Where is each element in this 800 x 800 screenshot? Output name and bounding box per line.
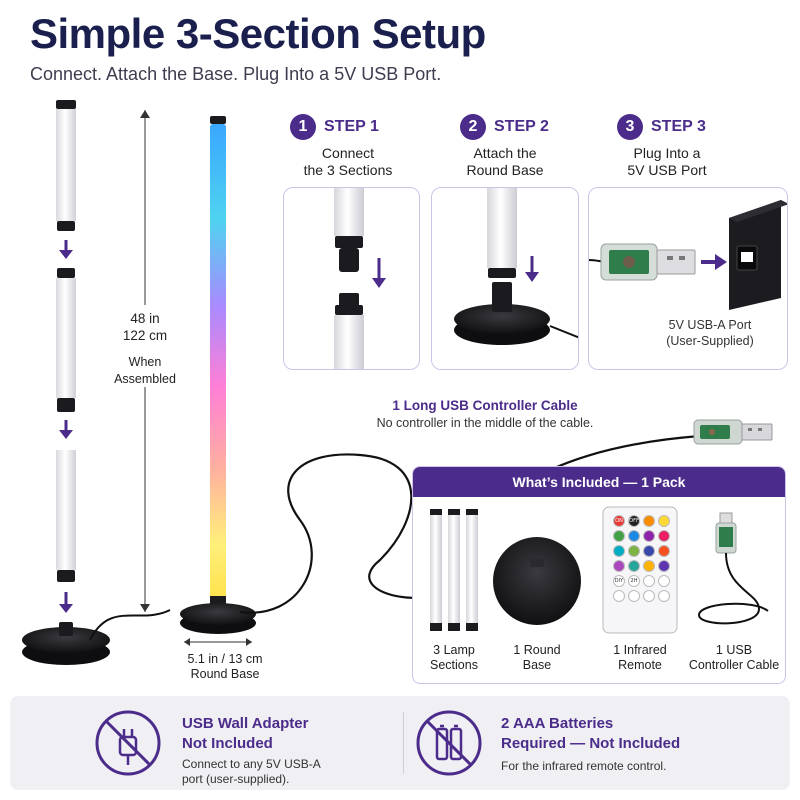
step-1-illustration <box>283 187 420 370</box>
step-2-number: 2 <box>460 114 486 140</box>
remote-button: OFF <box>628 515 640 527</box>
step-1-label: STEP 1 <box>324 118 379 135</box>
remote-button <box>613 560 625 572</box>
lamp-section-bottom <box>56 450 76 582</box>
base-size-caption: 5.1 in / 13 cm Round Base <box>170 652 280 682</box>
remote-button <box>613 530 625 542</box>
notice-batteries-title-line2: Required — Not Included <box>501 735 681 752</box>
remote-button <box>643 590 655 602</box>
remote-button: DIY <box>613 575 625 587</box>
lamp-section-middle <box>56 268 76 412</box>
cable-subtitle: No controller in the middle of the cable… <box>376 416 594 430</box>
step-1-number: 1 <box>290 114 316 140</box>
lamp-sections-icon <box>430 509 478 631</box>
whats-included-header: What’s Included — 1 Pack <box>413 467 785 497</box>
base-label: Round Base <box>190 667 260 681</box>
step-2-header: 2 STEP 2 <box>460 114 610 140</box>
remote-button <box>613 545 625 557</box>
remote-button <box>643 575 655 587</box>
notice-adapter-body-line1: Connect to any 5V USB-A <box>182 757 321 771</box>
height-label: 48 in 122 cm When Assembled <box>100 310 190 388</box>
no-plug-icon <box>95 710 161 776</box>
remote-button <box>628 590 640 602</box>
included-cable-line1: 1 USB <box>715 643 753 657</box>
usb-port-caption-line1: 5V USB-A Port <box>668 318 752 332</box>
notice-adapter-title: USB Wall Adapter Not Included <box>182 714 308 754</box>
no-battery-icon <box>416 710 482 776</box>
step-3-number: 3 <box>617 114 643 140</box>
included-lamp-line2: Sections <box>430 658 478 672</box>
included-items-illustration <box>430 506 769 634</box>
base-size: 5.1 in / 13 cm <box>187 652 263 666</box>
height-inches: 48 in <box>130 311 160 326</box>
step-1-description: Connect the 3 Sections <box>273 145 423 179</box>
remote-button <box>643 560 655 572</box>
included-item-usb-cable: 1 USB Controller Cable <box>683 643 785 673</box>
round-base-icon <box>493 537 581 625</box>
remote-button <box>643 530 655 542</box>
included-base-line1: 1 Round <box>513 643 561 657</box>
usb-port-caption: 5V USB-A Port (User-Supplied) <box>640 317 780 349</box>
step-1-desc-line1: Connect <box>321 145 375 161</box>
remote-button <box>658 530 670 542</box>
included-cable-line2: Controller Cable <box>688 658 780 672</box>
remote-button <box>628 545 640 557</box>
included-item-round-base: 1 Round Base <box>500 643 574 673</box>
notice-batteries-body-line1: For the infrared remote control. <box>501 759 667 773</box>
remote-button <box>658 515 670 527</box>
notice-adapter-title-line2: Not Included <box>182 735 273 752</box>
step-1-desc-line2: the 3 Sections <box>303 162 393 178</box>
height-cm: 122 cm <box>122 328 168 343</box>
step-3-illustration <box>588 187 788 370</box>
notices-bar: USB Wall Adapter Not Included Connect to… <box>10 696 790 790</box>
remote-button: 2H <box>628 575 640 587</box>
remote-button <box>658 545 670 557</box>
step-3-header: 3 STEP 3 <box>617 114 767 140</box>
notice-adapter-body-line2: port (user-supplied). <box>182 772 290 786</box>
notice-batteries-body: For the infrared remote control. <box>501 759 666 774</box>
remote-button <box>643 515 655 527</box>
remote-button: ON <box>613 515 625 527</box>
step-2-label: STEP 2 <box>494 118 549 135</box>
height-note-line1: When <box>128 355 162 369</box>
included-lamp-line1: 3 Lamp <box>433 643 475 657</box>
included-base-line2: Base <box>522 658 552 672</box>
assembly-illustration <box>22 100 256 665</box>
usb-port-caption-line2: (User-Supplied) <box>666 334 754 348</box>
usb-cable-icon <box>697 512 769 625</box>
cable-title: 1 Long USB Controller Cable <box>392 398 578 413</box>
step-2-description: Attach the Round Base <box>430 145 580 179</box>
remote-button <box>628 560 640 572</box>
remote-button <box>613 590 625 602</box>
step-3-description: Plug Into a 5V USB Port <box>592 145 742 179</box>
height-note-line2: Assembled <box>114 372 176 386</box>
page-title: Simple 3-Section Setup <box>30 10 486 57</box>
included-item-remote: 1 Infrared Remote <box>597 643 683 673</box>
step-3-desc-line1: Plug Into a <box>633 145 701 161</box>
included-item-lamp-sections: 3 Lamp Sections <box>418 643 490 673</box>
notice-divider <box>403 712 404 774</box>
remote-button <box>628 530 640 542</box>
notice-batteries-title: 2 AAA Batteries Required — Not Included <box>501 714 680 754</box>
step-2-desc-line1: Attach the <box>473 145 537 161</box>
remote-button <box>658 560 670 572</box>
step-3-desc-line2: 5V USB Port <box>627 162 707 178</box>
included-remote-line1: 1 Infrared <box>613 643 667 657</box>
notice-adapter-body: Connect to any 5V USB-A port (user-suppl… <box>182 757 321 787</box>
remote-button <box>643 545 655 557</box>
notice-batteries-title-line1: 2 AAA Batteries <box>501 715 614 732</box>
step-3-label: STEP 3 <box>651 118 706 135</box>
lamp-section-top <box>56 100 76 231</box>
step-1-header: 1 STEP 1 <box>290 114 440 140</box>
step-2-illustration <box>431 187 579 370</box>
page-subtitle: Connect. Attach the Base. Plug Into a 5V… <box>30 64 442 84</box>
remote-button <box>658 590 670 602</box>
remote-button <box>658 575 670 587</box>
included-remote-line2: Remote <box>618 658 662 672</box>
usb-plug-icon <box>693 419 773 445</box>
step-2-desc-line2: Round Base <box>466 162 544 178</box>
notice-adapter-title-line1: USB Wall Adapter <box>182 715 309 732</box>
